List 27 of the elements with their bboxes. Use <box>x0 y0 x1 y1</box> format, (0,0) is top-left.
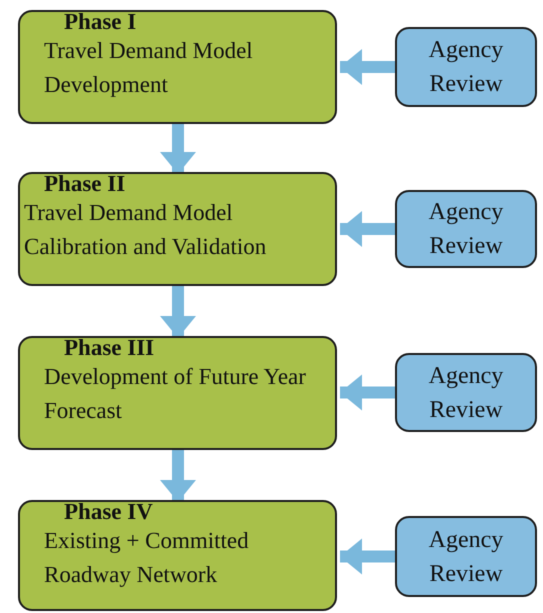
arrow <box>160 286 196 338</box>
arrow <box>340 49 395 85</box>
arrow <box>160 124 196 174</box>
review-label: Agency Review <box>428 198 504 261</box>
phase-heading: Phase I <box>64 10 136 34</box>
phase-heading: Phase III <box>64 336 154 360</box>
phase-box <box>18 336 337 450</box>
review-box <box>395 353 537 432</box>
phase-description: Development of Future Year Forecast <box>44 363 307 425</box>
phase-description: Travel Demand Model Development <box>44 37 254 99</box>
phase-box <box>18 172 337 286</box>
phase-heading: Phase II <box>44 172 126 196</box>
phase-description: Travel Demand Model Calibration and Validation <box>24 199 268 261</box>
review-label: Agency Review <box>428 362 504 424</box>
phase-description: Existing + Committed Roadway Network <box>44 527 250 589</box>
review-box <box>395 190 537 268</box>
review-box <box>395 27 537 107</box>
arrow <box>340 374 395 410</box>
phase-heading: Phase IV <box>64 500 153 524</box>
arrow <box>340 211 395 247</box>
phase-box <box>18 10 337 124</box>
phase-box <box>18 500 337 611</box>
review-box <box>395 516 537 597</box>
arrow <box>340 538 395 574</box>
review-label: Agency Review <box>428 526 504 588</box>
arrow <box>160 450 196 502</box>
review-label: Agency Review <box>428 36 504 99</box>
